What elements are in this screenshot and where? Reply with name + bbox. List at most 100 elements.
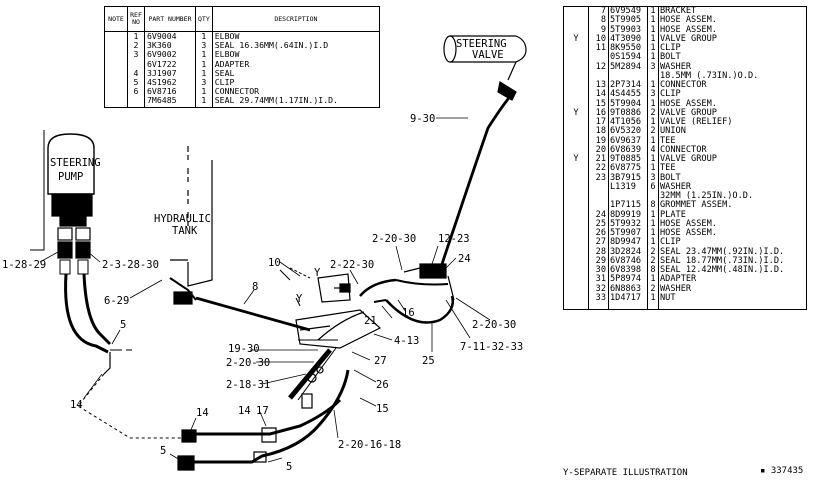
cell-note — [104, 59, 128, 69]
cell-part: 5T9904 — [608, 99, 648, 109]
callout-7-11-32-33: 7-11-32-33 — [460, 341, 523, 353]
cell-part: 6V8775 — [608, 163, 648, 174]
callout-26: 26 — [376, 379, 389, 391]
cell-ref: 11 — [588, 43, 609, 54]
cell-ref: 13 — [588, 80, 609, 91]
valve-group-upper — [395, 263, 455, 301]
callout-2-18-31: 2-18-31 — [226, 379, 270, 391]
cell-desc: SEAL 18.77MM(.73IN.)I.D. — [658, 256, 807, 266]
hose-9 — [438, 93, 514, 271]
parts-table-upper: NOTE REF NO PART NUMBER QTY DESCRIPTION … — [104, 6, 381, 108]
cell-qty: 1 — [647, 25, 659, 35]
cell-note — [563, 136, 589, 146]
cell-part: 6N8863 — [608, 284, 648, 294]
cell-desc: CONNECTOR — [658, 145, 807, 155]
cell-ref — [588, 201, 609, 211]
hydraulic-tank — [170, 146, 213, 287]
cell-ref: 33 — [588, 293, 609, 303]
cell-ref — [588, 71, 609, 81]
callout-5a: 5 — [120, 319, 126, 331]
cell-qty — [647, 192, 659, 202]
cell-qty: 3 — [647, 62, 659, 72]
cell-ref — [588, 192, 609, 202]
cell-note — [563, 118, 589, 128]
cell-note: Y — [563, 108, 589, 118]
cell-desc: TEE — [658, 163, 807, 174]
cell-part — [608, 71, 648, 81]
cell-qty: 1 — [647, 210, 659, 220]
cell-note — [563, 71, 589, 81]
cell-qty: 1 — [647, 117, 659, 128]
cell-qty: 1 — [647, 34, 659, 44]
cell-qty: 1 — [647, 43, 659, 54]
callout-21: 21 — [364, 315, 377, 327]
cell-desc: CONNECTOR — [211, 87, 380, 97]
callout-2-22-30: 2-22-30 — [330, 259, 374, 271]
cell-desc: HOSE ASSEM. — [658, 15, 807, 26]
callout-16: 16 — [402, 307, 415, 319]
steering-pump-label-1: STEERING — [50, 157, 101, 169]
cell-ref — [127, 59, 145, 69]
cell-desc: SEAL 29.74MM(1.17IN.)I.D. — [211, 96, 380, 108]
callout-5b: 5 — [160, 445, 166, 457]
cell-qty: 1 — [647, 237, 659, 248]
cell-part: 6V8746 — [608, 256, 648, 266]
cell-part: 5T9905 — [608, 15, 648, 26]
cell-ref: 27 — [588, 237, 609, 248]
cell-qty: 1 — [195, 31, 213, 42]
header-description: DESCRIPTION — [211, 6, 381, 32]
cell-qty: 1 — [647, 80, 659, 91]
cell-note — [563, 201, 589, 211]
cell-note: Y — [563, 34, 589, 44]
cell-qty: 8 — [647, 265, 659, 276]
cell-desc: ADAPTER — [658, 274, 807, 285]
cell-ref: 9 — [588, 25, 609, 35]
hose-25 — [385, 295, 454, 324]
spacer-cell — [588, 303, 609, 310]
cell-qty — [647, 71, 659, 81]
callout-4-13: 4-13 — [394, 335, 419, 347]
callout-2-3-28-30: 2-3-28-30 — [102, 259, 159, 271]
cell-note — [104, 41, 128, 51]
cell-part: 4S4455 — [608, 89, 648, 100]
hydraulic-diagram: STEERING PUMP HYDRAULIC TANK STEERING VA… — [2, 35, 527, 473]
pump-pressure-hose — [82, 273, 112, 346]
cell-note — [563, 275, 589, 285]
cell-part: 2P7314 — [608, 80, 648, 91]
callout-1-28-29: 1-28-29 — [2, 259, 46, 271]
cell-qty: 1 — [647, 163, 659, 174]
callout-19-30: 19-30 — [228, 343, 260, 355]
callout-2-20-30c: 2-20-30 — [372, 233, 416, 245]
cell-note — [563, 90, 589, 100]
cell-desc: VALVE GROUP — [658, 108, 807, 118]
cell-qty: 1 — [195, 87, 213, 97]
cell-ref: 15 — [588, 99, 609, 109]
cell-note — [563, 284, 589, 294]
cell-ref: 22 — [588, 163, 609, 174]
cell-ref: 6 — [127, 87, 145, 97]
cell-part: 4T3090 — [608, 34, 648, 44]
cell-note — [563, 44, 589, 54]
cell-part: 5T9903 — [608, 25, 648, 35]
cell-desc: CLIP — [211, 77, 380, 88]
cell-desc: WASHER — [658, 284, 807, 294]
callout-y2: Y — [296, 293, 303, 305]
